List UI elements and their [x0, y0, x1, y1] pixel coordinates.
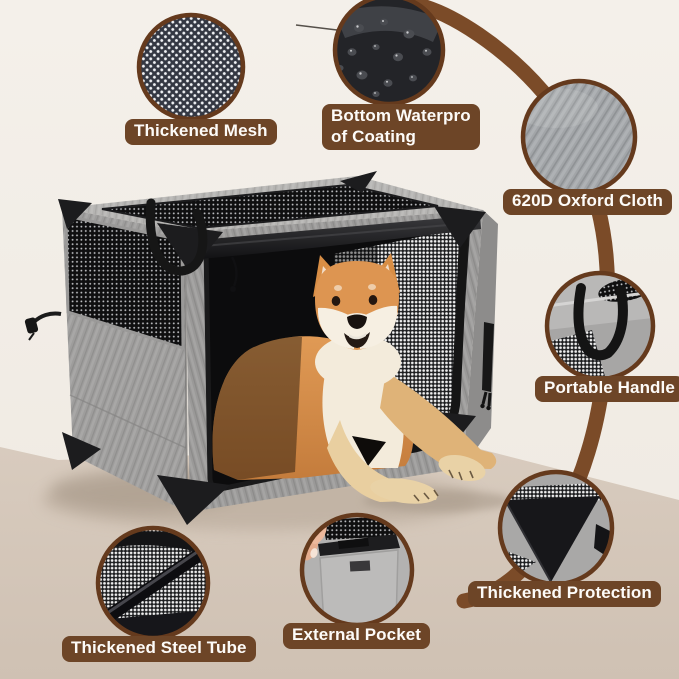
dog-head — [313, 253, 400, 350]
crate-top-mesh — [101, 183, 439, 230]
dog-paw-right — [438, 454, 486, 482]
callout-label-waterproof-coating: Bottom Waterpro of Coating — [322, 104, 480, 151]
leader-line — [295, 24, 338, 31]
paw-claws-right — [448, 469, 474, 481]
left-face-seam — [69, 394, 187, 449]
door-zipper-cord — [230, 256, 238, 287]
rolled-door-highlight — [202, 222, 473, 247]
handle-strap-loop — [573, 283, 628, 361]
side-strap — [480, 322, 494, 411]
dog-foreleg-left — [327, 420, 437, 502]
door-zipper-pull — [230, 286, 236, 292]
carry-strap — [145, 198, 208, 276]
dog-brow-left — [334, 285, 342, 291]
callout-label-oxford-cloth: 620D Oxford Cloth — [503, 189, 672, 215]
callout-label-thickened-steel-tube: Thickened Steel Tube — [62, 636, 256, 662]
dog-mouth — [344, 332, 370, 348]
callout-label-line2: of Coating — [331, 126, 417, 146]
dog-eye-left — [331, 296, 341, 306]
paw-claws-left — [413, 489, 439, 502]
front-edge-seam — [184, 231, 188, 513]
callout-label-thickened-protection: Thickened Protection — [468, 581, 661, 607]
waterproof-coating-inset — [332, 0, 446, 107]
external-pocket-inset — [299, 512, 415, 628]
dog-foreleg-right — [380, 372, 497, 469]
dog-teeth — [349, 333, 366, 340]
dog-brow-right — [368, 284, 376, 290]
dog-nose — [347, 314, 367, 329]
dog-body-shadow — [212, 336, 302, 480]
rolled-door — [199, 215, 481, 259]
leg-gap-shadow — [352, 436, 386, 466]
callout-label-portable-handle: Portable Handle — [535, 376, 679, 402]
dog-paw-left — [370, 478, 438, 504]
dog-neck-ruff — [315, 335, 401, 389]
callout-label-external-pocket: External Pocket — [283, 623, 431, 649]
steel-tube — [99, 544, 208, 626]
shiba-inu-dog — [212, 253, 497, 504]
callout-label-thickened-mesh: Thickened Mesh — [125, 119, 277, 145]
zipper-toggle — [24, 311, 62, 341]
callout-label-line1: Bottom Waterpro — [331, 106, 471, 125]
oxford-cloth-inset — [520, 78, 638, 196]
dog-eye-right — [368, 295, 378, 305]
